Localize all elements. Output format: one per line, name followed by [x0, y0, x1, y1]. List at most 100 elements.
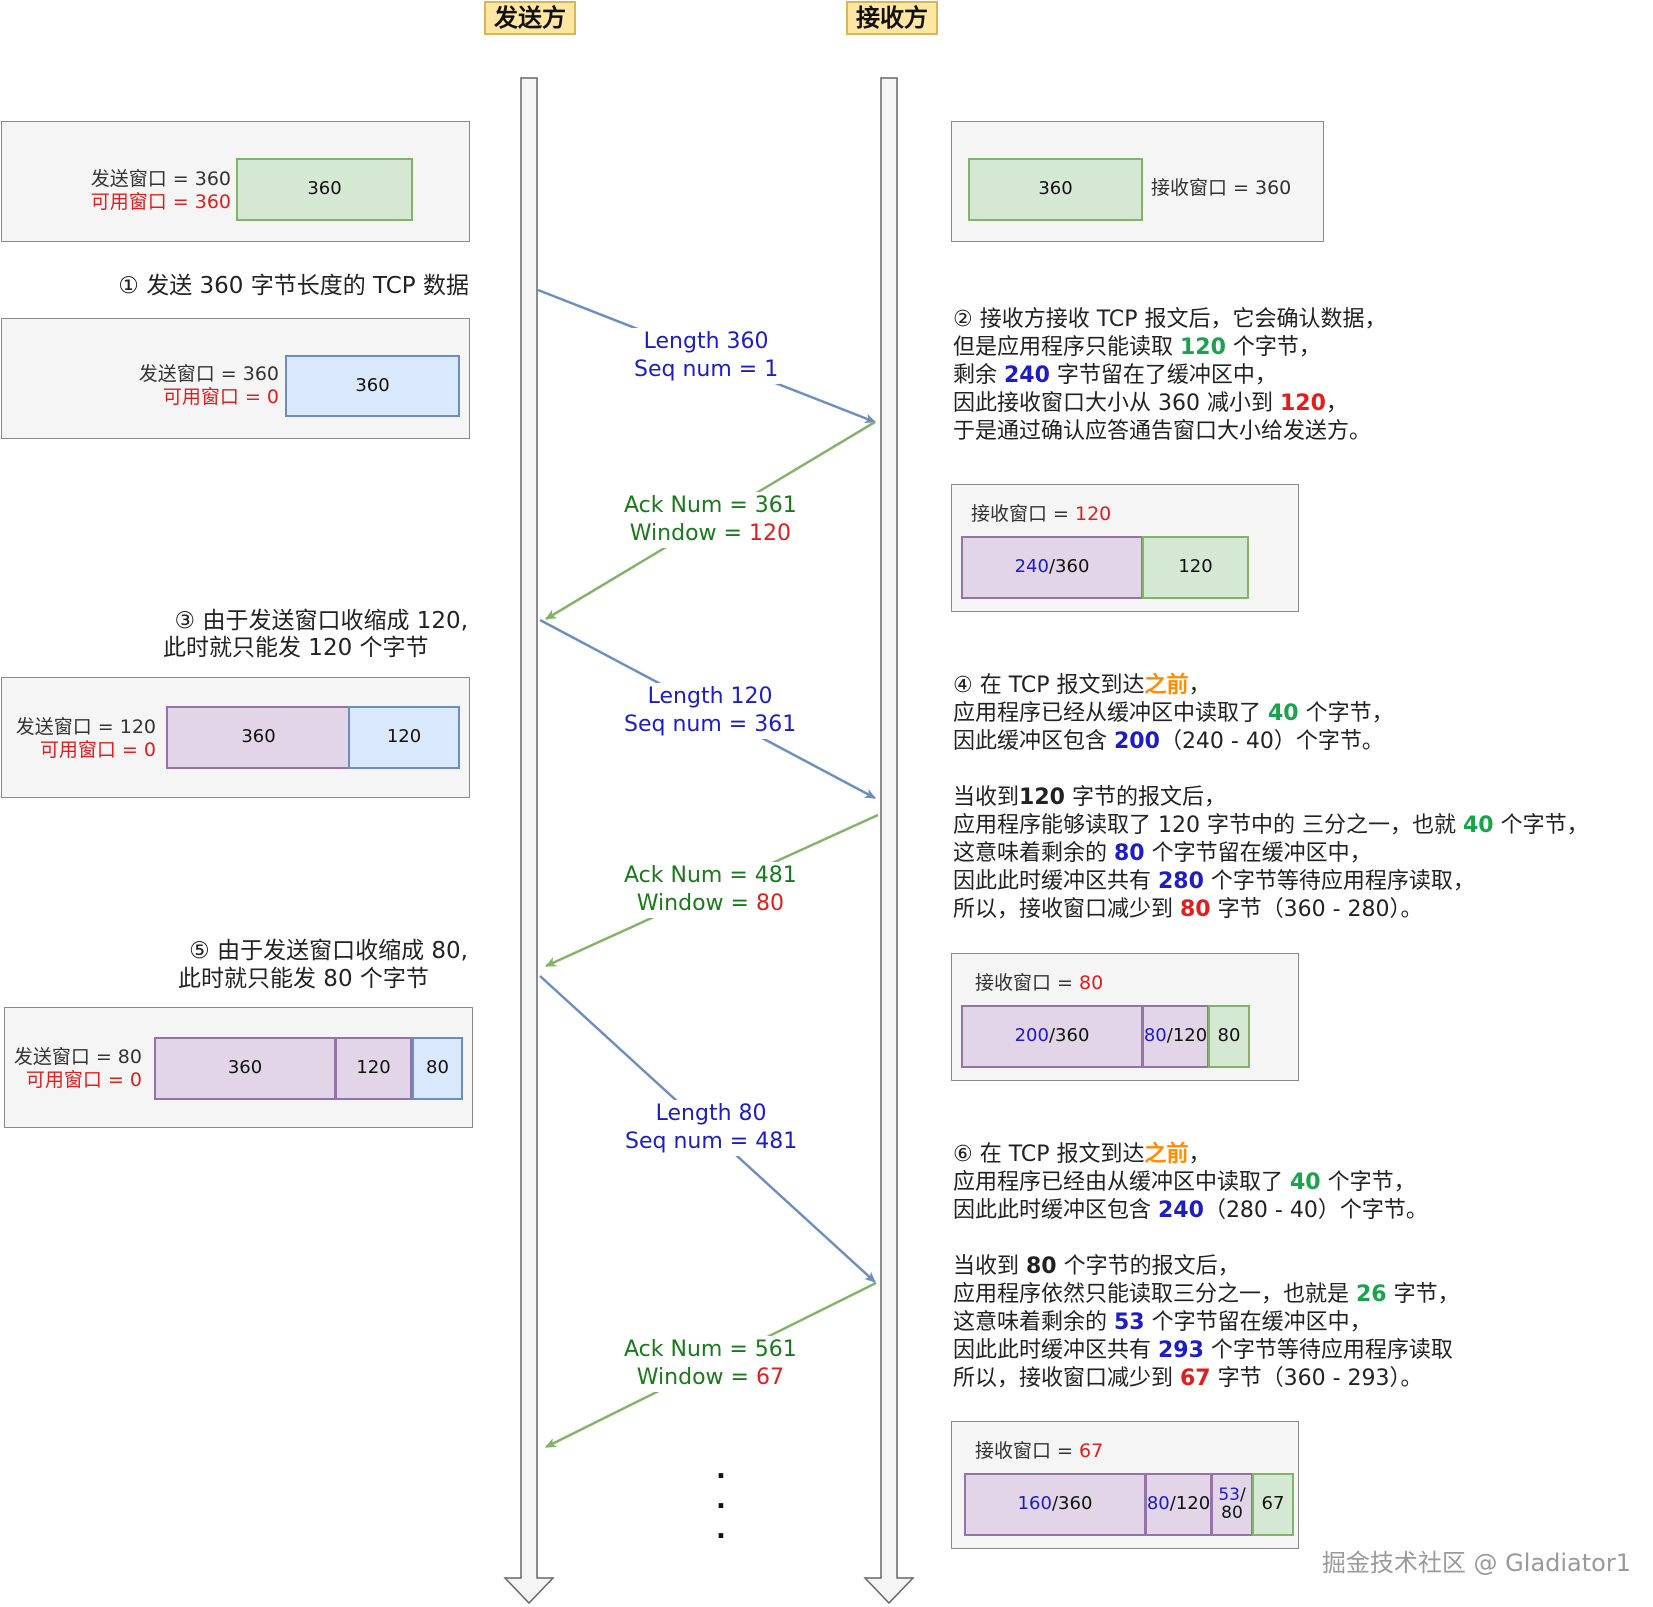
note6-line7c: 个字节等待应用程序读取 [1203, 1338, 1453, 1363]
msg2-ack-prefix: Ack Num = [624, 493, 755, 518]
send-window-label: 发送窗口 = 360 [138, 363, 279, 385]
receive-block-used-3: 53/ 80 [1211, 1473, 1253, 1536]
msg6-window-value: 67 [755, 1365, 784, 1390]
send-window-label: 发送窗口 = 360 [90, 168, 231, 190]
note4-line7b: 280 [1158, 869, 1204, 894]
used-value: 160 [1017, 1493, 1052, 1515]
note6-line6b: 53 [1114, 1310, 1145, 1335]
note4-line5a: 应用程序能够读取了 120 字节中的 三分之一，也就 [953, 813, 1463, 838]
msg1-line2: Seq num = 1 [634, 357, 779, 382]
sender-panel-2: 发送窗口 = 360 可用窗口 = 0 360 [1, 318, 470, 439]
receive-block-free: 67 [1252, 1473, 1294, 1536]
sender-header: 发送方 [484, 1, 576, 35]
note2-line4b: 120 [1279, 391, 1326, 416]
msg1-label: Length 360 Seq num = 1 [632, 328, 781, 384]
sender-note-step3-line2: 此时就只能发 120 个字节 [163, 635, 429, 661]
receiver-panel-4: 接收窗口 = 67 160/360 80/120 53/ 80 67 [951, 1421, 1299, 1549]
note2-line2c: 个字节， [1225, 335, 1321, 360]
msg6-window-prefix: Window = [636, 1365, 756, 1390]
msg5-line2: Seq num = 481 [625, 1129, 798, 1154]
note2-line2b: 120 [1180, 335, 1226, 360]
msg3-line2: Seq num = 361 [624, 712, 797, 737]
msg6-ack-value: 561 [754, 1337, 797, 1362]
note4-line5b: 40 [1462, 813, 1494, 838]
note6-line3c: （280 - 40）个字节。 [1203, 1198, 1428, 1223]
note6-line1a: ⑥ 在 TCP 报文到达 [953, 1142, 1145, 1167]
receiver-timeline [863, 77, 915, 1605]
note6-line5a: 应用程序依然只能读取三分之一，也就是 [953, 1282, 1356, 1307]
note4-line3a: 因此缓冲区包含 [953, 729, 1114, 754]
receive-block-used: 160/360 [964, 1473, 1146, 1536]
note4-line8b: 80 [1180, 897, 1211, 922]
note6-line6a: 这意味着剩余的 [953, 1310, 1114, 1335]
used-value: 53 [1218, 1484, 1240, 1505]
msg6-label: Ack Num = 561 Window = 67 [622, 1336, 799, 1392]
note6-line8c: 字节（360 - 293）。 [1210, 1366, 1423, 1391]
sender-timeline [503, 77, 555, 1605]
note6-line2c: 个字节， [1320, 1170, 1416, 1195]
note6-line8b: 67 [1180, 1366, 1211, 1391]
note6-line2b: 40 [1290, 1170, 1321, 1195]
note6-line3b: 240 [1158, 1198, 1204, 1223]
note6-line7a: 因此此时缓冲区共有 [953, 1338, 1158, 1363]
window-block-360: 360 [166, 706, 351, 769]
usable-window-label: 可用窗口 = 0 [162, 386, 279, 408]
note4-line4a: 当收到 [953, 785, 1020, 810]
sender-note-step1: ① 发送 360 字节长度的 TCP 数据 [118, 273, 469, 299]
note2-line2a: 但是应用程序只能读取 [953, 335, 1180, 360]
receive-block-used: 200/360 [961, 1005, 1143, 1068]
usable-window-label: 可用窗口 = 0 [25, 1069, 142, 1091]
watermark: 掘金技术社区 @ Gladiator1 [1321, 1549, 1631, 1577]
window-block-360: 360 [154, 1037, 336, 1100]
send-window-label: 发送窗口 = 120 [15, 716, 156, 738]
used-total: /120 [1166, 1025, 1208, 1047]
receiver-note-4: ④ 在 TCP 报文到达之前， 应用程序已经从缓冲区中读取了 40 个字节， 因… [953, 672, 1589, 924]
receive-window-label: 接收窗口 = 80 [975, 972, 1103, 994]
note4-line7a: 因此此时缓冲区共有 [953, 869, 1158, 894]
note6-line8a: 所以，接收窗口减少到 [953, 1366, 1180, 1391]
note4-line7c: 个字节等待应用程序读取， [1203, 869, 1475, 894]
msg1-line1: Length 360 [643, 329, 769, 354]
window-block-360: 360 [236, 158, 413, 221]
msg4-ack-value: 481 [754, 863, 797, 888]
receiver-note-2: ② 接收方接收 TCP 报文后，它会确认数据， 但是应用程序只能读取 120 个… [953, 306, 1386, 446]
msg5-line1: Length 80 [655, 1101, 767, 1126]
window-block-120: 120 [335, 1037, 412, 1100]
note2-line1: ② 接收方接收 TCP 报文后，它会确认数据， [953, 307, 1387, 332]
note4-line2a: 应用程序已经从缓冲区中读取了 [953, 701, 1268, 726]
note4-line6c: 个字节留在缓冲区中， [1144, 841, 1372, 866]
note4-line6a: 这意味着剩余的 [953, 841, 1114, 866]
note6-line1c: ， [1188, 1142, 1211, 1167]
used-sep: / [1239, 1484, 1246, 1505]
receiver-panel-2: 接收窗口 = 120 240/360 120 [951, 484, 1299, 612]
msg4-ack-prefix: Ack Num = [624, 863, 755, 888]
continuation-dots: . . . [716, 1455, 726, 1545]
note4-line4b: 120 [1019, 785, 1065, 810]
receive-window-label: 接收窗口 = 120 [971, 503, 1111, 525]
label-prefix: 接收窗口 = [975, 1440, 1079, 1462]
receiver-panel-1: 360 接收窗口 = 360 [951, 121, 1324, 242]
note6-line1b: 之前 [1144, 1142, 1189, 1167]
receive-block-360: 360 [968, 158, 1143, 221]
receive-window-label: 接收窗口 = 67 [975, 1440, 1103, 1462]
note2-line3b: 240 [1004, 363, 1050, 388]
msg2-window-value: 120 [748, 521, 791, 546]
dot: . [716, 1515, 726, 1545]
window-block-120: 120 [348, 706, 460, 769]
note6-line5c: 字节， [1386, 1282, 1460, 1307]
msg3-line1: Length 120 [647, 684, 773, 709]
receive-block-used-2: 80/120 [1145, 1473, 1212, 1536]
note4-line1a: ④ 在 TCP 报文到达 [953, 673, 1145, 698]
note2-line3a: 剩余 [953, 363, 1004, 388]
sender-panel-1: 发送窗口 = 360 可用窗口 = 360 360 [1, 121, 470, 242]
receive-block-used-2: 80/120 [1142, 1005, 1209, 1068]
note6-line2a: 应用程序已经由从缓冲区中读取了 [953, 1170, 1290, 1195]
dot: . [716, 1455, 726, 1485]
usable-window-label: 可用窗口 = 0 [39, 739, 156, 761]
used-value: 80 [1146, 1493, 1170, 1515]
note6-line4c: 个字节的报文后， [1056, 1254, 1240, 1279]
used-total: 80 [1221, 1502, 1243, 1523]
dot: . [716, 1485, 726, 1515]
label-value: 80 [1079, 972, 1104, 994]
used-value: 240 [1014, 556, 1049, 578]
